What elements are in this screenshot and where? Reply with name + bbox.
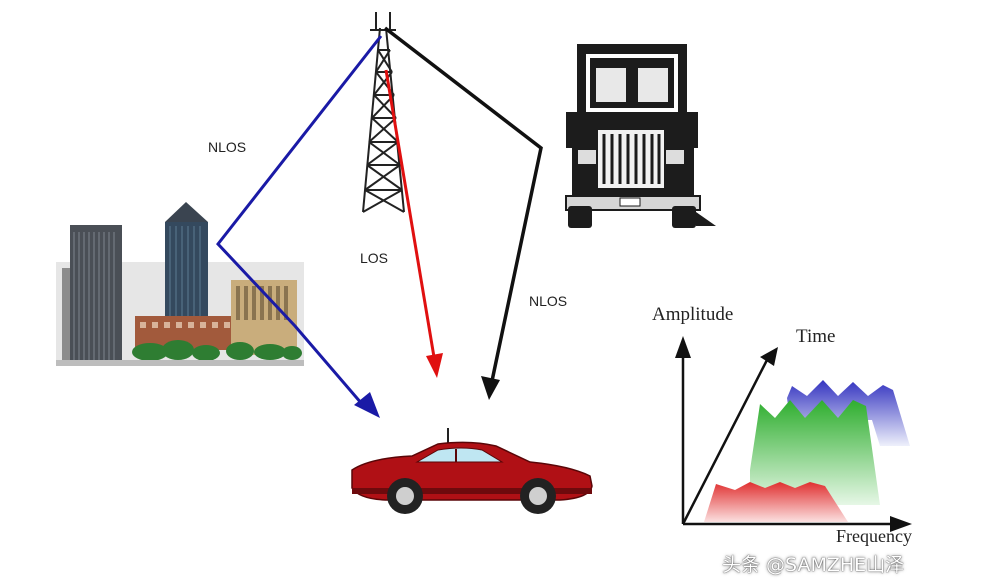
time-axis xyxy=(681,357,770,525)
nlos-blue-path xyxy=(216,35,383,418)
los-red-path xyxy=(384,69,443,378)
truck-grille xyxy=(598,130,664,188)
amplitude-time-frequency-graph xyxy=(675,336,912,532)
trees xyxy=(132,340,302,361)
band-red xyxy=(704,482,848,522)
nlos-label-left: NLOS xyxy=(208,139,247,155)
time-label: Time xyxy=(796,326,836,347)
frequency-label: Frequency xyxy=(836,526,912,546)
nlos-black-path xyxy=(383,26,543,400)
building-pyramid-top xyxy=(165,222,208,332)
band-green xyxy=(750,400,880,505)
amplitude-label: Amplitude xyxy=(652,304,734,325)
watermark: 头条 @SAMZHE山泽 xyxy=(722,554,905,576)
truck xyxy=(565,44,716,228)
los-label: LOS xyxy=(360,250,389,266)
nlos-label-right: NLOS xyxy=(529,293,568,309)
radio-tower xyxy=(362,12,405,213)
city-buildings xyxy=(56,202,304,366)
car xyxy=(351,428,593,514)
